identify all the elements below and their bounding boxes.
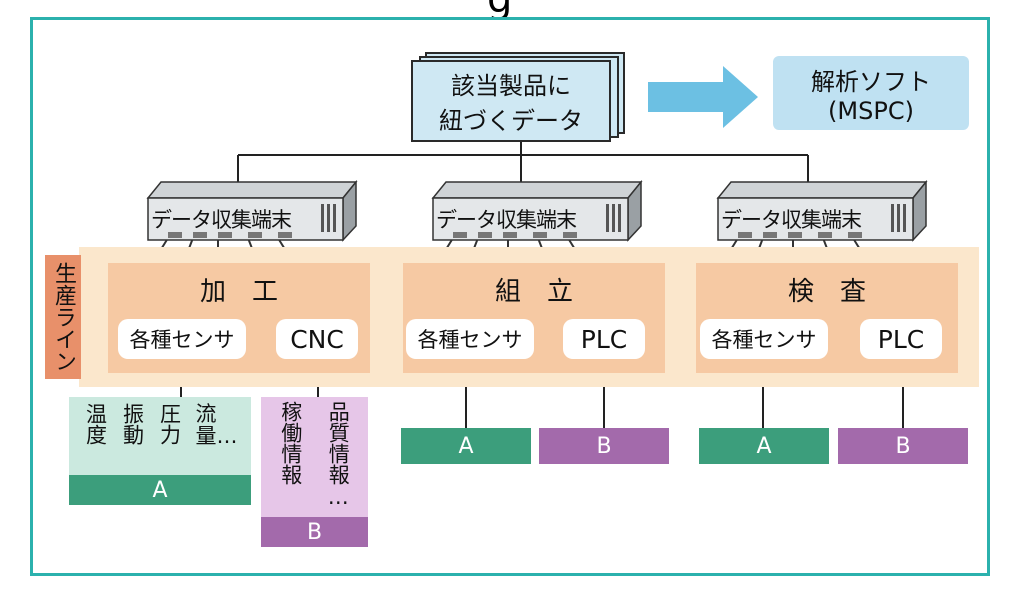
a-bar-assembly: A [401,428,531,464]
terminal-label-1: データ収集端末 [151,208,292,232]
b-item-quality: 品質情報… [326,401,351,509]
terminal-label-2: データ収集端末 [436,208,577,232]
arrow-right-icon [648,66,758,128]
station-name-assembly: 組 立 [494,277,573,307]
analysis-software-box: 解析ソフト (MSPC) [773,56,969,130]
b-bar-inspection: B [838,428,968,464]
station-processing: 加 工 各種センサ CNC [108,263,370,373]
plc-label-inspection: PLC [877,324,925,354]
b-label-assembly: B [596,433,612,459]
station-assembly: 組 立 各種センサ PLC [403,263,665,373]
cnc-label: CNC [290,324,344,354]
sensor-data-detail: 温度 振動 圧力 流量… [69,397,251,475]
b-item-operation: 稼働情報 [278,401,303,485]
station-name-inspection: 検 査 [787,277,866,307]
diagram-frame: 該当製品に 紐づくデータ 解析ソフト (MSPC) 生産ライン データ収集端末 … [30,17,990,576]
station-inspection: 検 査 各種センサ PLC [696,263,958,373]
a-item-flow: 流量… [195,402,238,475]
b-label-inspection: B [895,433,911,459]
b-bar-processing: B [261,517,368,547]
production-line-tag: 生産ライン [45,255,81,379]
a-label-assembly: A [458,433,474,459]
target-doc-line1: 該当製品に [451,72,571,100]
a-item-flow-text: 流量… [195,402,238,448]
data-terminal-3: データ収集端末 [713,180,928,242]
a-bar-inspection: A [699,428,829,464]
target-doc-line2: 紐づくデータ [439,107,583,135]
device-data-detail: 稼働情報 品質情報… [261,397,368,517]
sensor-label-assembly: 各種センサ [417,328,523,352]
sensor-label-inspection: 各種センサ [711,328,817,352]
data-terminal-1: データ収集端末 [143,180,358,242]
top-heading-partial: g [487,0,512,22]
b-bar-assembly: B [539,428,669,464]
a-label-processing: A [152,477,168,503]
terminal-label-3: データ収集端末 [721,208,862,232]
a-item-vibration: 振動 [120,403,145,445]
cnc-box: CNC [276,319,358,359]
plc-box-assembly: PLC [563,319,645,359]
software-line2: (MSPC) [828,96,914,125]
data-terminal-2: データ収集端末 [428,180,643,242]
target-data-document: 該当製品に 紐づくデータ [411,60,611,142]
station-name-processing: 加 工 [199,277,278,307]
a-item-pressure: 圧力 [157,403,182,445]
production-line-label: 生産ライン [51,262,76,372]
sensor-box-inspection: 各種センサ [700,319,828,359]
a-bar-processing: A [69,475,251,505]
sensor-box-assembly: 各種センサ [406,319,534,359]
a-label-inspection: A [756,433,772,459]
software-line1: 解析ソフト [811,67,931,96]
plc-box-inspection: PLC [860,319,942,359]
sensor-box-processing: 各種センサ [118,319,246,359]
sensor-label-processing: 各種センサ [129,328,235,352]
a-item-temperature: 温度 [83,403,108,445]
b-label-processing: B [306,519,323,545]
plc-label-assembly: PLC [580,324,628,354]
